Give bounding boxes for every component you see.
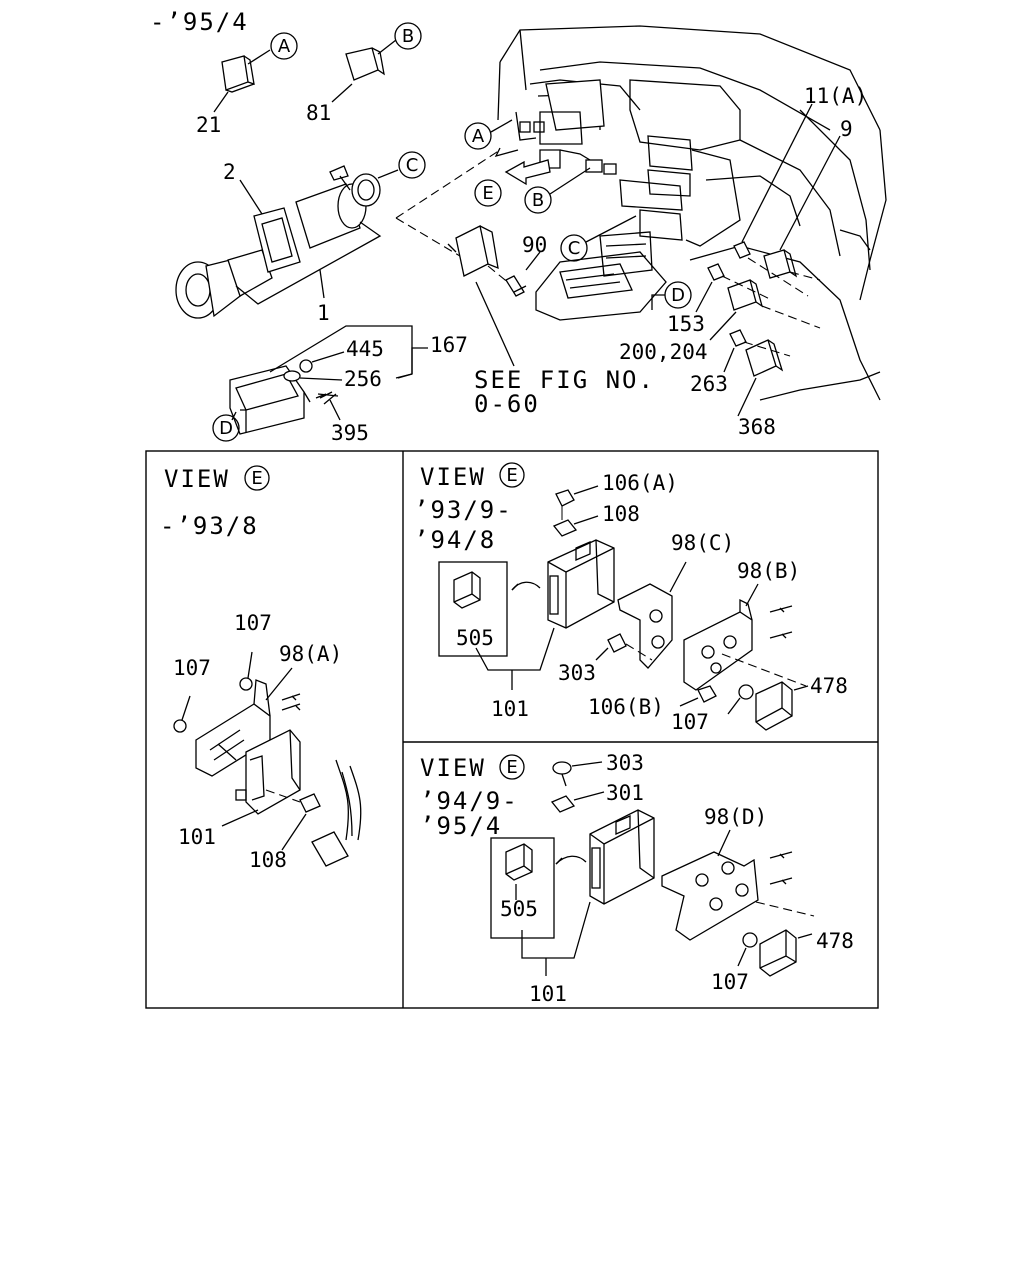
panel-left: VIEW E -’93/8 [160, 465, 362, 872]
panel-left-label-107a: 107 [173, 656, 211, 680]
label-200-204: 200,204 [619, 340, 708, 364]
callout-d-circle-left [212, 414, 240, 442]
panel-tr-date-line2: ’94/8 [414, 526, 496, 554]
callout-a-circle-dash [464, 122, 492, 150]
panel-left-date-range: -’93/8 [160, 512, 259, 540]
views-frame [145, 450, 879, 1009]
panel-br-label-505: 505 [500, 897, 538, 921]
panel-tr-label-108: 108 [602, 502, 640, 526]
callout-a-circle-top [270, 32, 298, 60]
panel-left-view-letter: E [251, 468, 262, 489]
panel-left-view-circle [244, 465, 270, 491]
panel-tr-label-478: 478 [810, 674, 848, 698]
callout-a-letter-dash: A [472, 126, 485, 147]
relay-bracket-assembly [695, 103, 841, 417]
callout-d-letter-left: D [219, 418, 233, 439]
callout-b-letter-top: B [402, 26, 414, 47]
callout-d-letter-dash: D [671, 285, 685, 306]
label-167: 167 [430, 333, 468, 357]
panel-top-right: VIEW E ’93/9- ’94/8 [414, 462, 848, 734]
label-11a: 11(A) [804, 84, 867, 108]
part-21-clip [213, 49, 271, 113]
instrument-panel [494, 25, 887, 401]
label-21: 21 [196, 113, 221, 137]
panel-br-module [490, 761, 815, 977]
panel-bottom-right: VIEW E ’94/9- ’95/4 [420, 751, 854, 1006]
callout-a-letter-top: A [278, 36, 291, 57]
label-2: 2 [223, 160, 236, 184]
panel-tr-view-circle [499, 462, 525, 488]
label-395: 395 [331, 421, 369, 445]
label-263: 263 [690, 372, 728, 396]
panel-left-module [173, 651, 362, 867]
panel-tr-label-98b: 98(B) [737, 559, 800, 583]
panel-br-label-301: 301 [606, 781, 644, 805]
bezel-d-assembly [229, 325, 428, 435]
panel-br-view-circle [499, 754, 525, 780]
panel-tr-label-106b: 106(B) [588, 695, 664, 719]
panel-br-view-letter: E [506, 757, 517, 778]
panel-br-label-98d: 98(D) [704, 805, 767, 829]
cigar-lighter-assembly [175, 165, 399, 319]
panel-br-label-107: 107 [711, 970, 749, 994]
callout-c-letter-top: C [406, 155, 419, 176]
label-81: 81 [306, 101, 331, 125]
panel-br-label-101: 101 [529, 982, 567, 1006]
top-date-range: -’95/4 [150, 8, 249, 36]
panel-tr-view-letter: E [506, 465, 517, 486]
panel-br-label-303: 303 [606, 751, 644, 775]
label-153: 153 [667, 312, 705, 336]
panel-tr-label-106a: 106(A) [602, 471, 678, 495]
callout-b-circle-top [394, 22, 422, 50]
callout-e-letter-dash: E [482, 183, 493, 204]
label-1: 1 [317, 301, 330, 325]
label-445: 445 [346, 337, 384, 361]
module-90-assembly [395, 149, 541, 367]
panel-tr-module [438, 485, 809, 731]
callout-c-circle-dash [560, 234, 588, 262]
panel-br-date-line2: ’95/4 [420, 812, 502, 840]
panel-left-label-98a: 98(A) [279, 642, 342, 666]
callout-b-circle-dash [524, 186, 552, 214]
panel-tr-label-101: 101 [491, 697, 529, 721]
label-368: 368 [738, 415, 776, 439]
panel-left-label-107b: 107 [234, 611, 272, 635]
callout-c-circle-top [398, 151, 426, 179]
callout-e-circle-dash [474, 179, 502, 207]
panel-tr-date-line1: ’93/9- [414, 496, 513, 524]
label-90: 90 [522, 233, 547, 257]
see-fig-line2: 0-60 [474, 390, 540, 418]
panel-br-label-478: 478 [816, 929, 854, 953]
label-256: 256 [344, 367, 382, 391]
panel-tr-label-505: 505 [456, 626, 494, 650]
callout-c-letter-dash: C [568, 238, 581, 259]
panel-left-label-108: 108 [249, 848, 287, 872]
panel-tr-label-107: 107 [671, 710, 709, 734]
part-81-cap [331, 39, 397, 103]
panel-br-date-line1: ’94/9- [420, 787, 519, 815]
panel-tr-label-98c: 98(C) [671, 531, 734, 555]
panel-br-view-label: VIEW [420, 754, 486, 782]
panel-left-view-label: VIEW [164, 465, 230, 493]
panel-left-label-101: 101 [178, 825, 216, 849]
top-section: -’95/4 A 21 B 81 [150, 8, 887, 445]
label-9: 9 [840, 117, 853, 141]
panel-tr-view-label: VIEW [420, 463, 486, 491]
callout-b-letter-dash: B [532, 190, 544, 211]
see-fig-line1: SEE FIG NO. [474, 366, 655, 394]
panel-tr-label-303: 303 [558, 661, 596, 685]
